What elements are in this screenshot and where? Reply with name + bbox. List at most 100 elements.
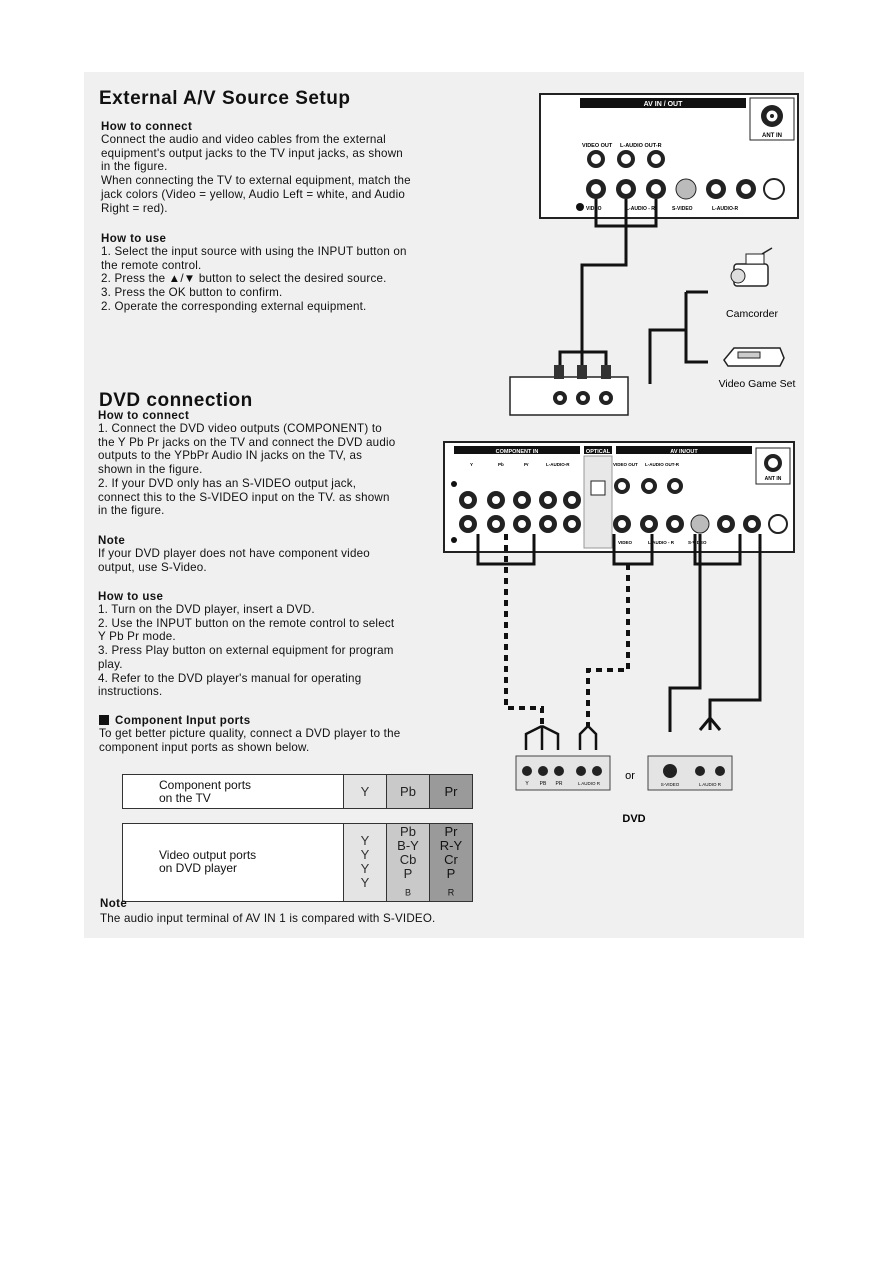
rca-jack-inner (671, 482, 679, 490)
dvd-jack-icon (554, 766, 564, 776)
component-input-text: To get better picture quality, connect a… (99, 727, 400, 754)
video-out-label: VIDEO OUT (613, 462, 638, 467)
rca-jack-inner (645, 482, 653, 490)
note-heading: Note (98, 535, 126, 547)
optical-area (583, 455, 613, 549)
y-label: Y (470, 462, 473, 467)
text-line: Video output ports (159, 848, 257, 863)
table-cell-pb: Pb (386, 774, 430, 809)
rca-jack-inner (618, 482, 626, 490)
text-line: 2. Press the ▲/▼ button to select the de… (101, 272, 387, 286)
cell-value-main: P (403, 866, 413, 881)
rca-jack-inner (492, 496, 500, 504)
or-label: or (625, 770, 635, 782)
rca-jack-inner (748, 520, 756, 528)
device-jacks (553, 365, 613, 405)
component-in-bar (454, 446, 580, 454)
text-line: in the figure. (101, 160, 168, 174)
camcorder-viewfinder (745, 253, 765, 265)
dvd-jack-icon (522, 766, 532, 776)
dvd-audio-label-2: L AUDIO R (699, 782, 722, 787)
section-title-dvd: DVD connection (99, 390, 253, 411)
plug-icon (577, 365, 587, 379)
text-line: 2. If your DVD only has an S-VIDEO outpu… (98, 476, 357, 490)
top-jack-row (587, 150, 665, 168)
rca-jack-inner (518, 520, 526, 528)
dvd-plug-branches (524, 724, 598, 750)
how-to-connect-heading: How to connect (101, 121, 193, 133)
how-to-connect-heading: How to connect (98, 410, 190, 422)
rca-jack-inner (591, 184, 601, 194)
camcorder-label: Camcorder (726, 308, 778, 320)
table-row: Video output ports on DVD player Y Y Y Y… (122, 823, 473, 902)
laudio-r2-label: L-AUDIO-R (712, 206, 738, 212)
text-line: jack colors (Video = yellow, Audio Left … (101, 187, 405, 201)
component-input-heading-text: Component Input ports (115, 715, 251, 727)
rca-jack-inner (464, 520, 472, 528)
text-line: 4. Refer to the DVD player's manual for … (98, 671, 362, 685)
text-line: on DVD player (159, 861, 238, 876)
text-line: in the figure. (98, 504, 165, 518)
pr-label: Pr (524, 462, 529, 467)
av-in-out-label: AV IN/OUT (670, 449, 698, 455)
laudio-r-label: L-AUDIO-R (546, 462, 570, 467)
dvd-jack-icon (576, 766, 586, 776)
input-badge-1 (451, 537, 457, 543)
text-line: Y Pb Pr mode. (98, 630, 176, 644)
dvd-pb-label: PB (540, 781, 547, 787)
component-jacks-top (459, 478, 683, 509)
dvd-jack-icon (538, 766, 548, 776)
table-cell-y: Y Y Y Y (343, 823, 387, 902)
text-line: 3. Press Play button on external equipme… (98, 644, 394, 658)
text-line: the Y Pb Pr jacks on the TV and connect … (98, 435, 396, 449)
rca-jack-inner (651, 184, 661, 194)
av-in-out-bar (616, 446, 752, 454)
dvd-label: DVD (622, 813, 645, 825)
rca-jack-inner (671, 520, 679, 528)
camcorder-icon (730, 247, 773, 287)
dvd-pr-label: PR (556, 781, 563, 787)
how-to-use-text: 1. Turn on the DVD player, insert a DVD.… (98, 603, 394, 699)
final-note-block: Note The audio input terminal of AV IN 1… (100, 898, 435, 926)
rca-jack-inner (741, 184, 751, 194)
cell-value: Cr (444, 852, 458, 867)
cell-value-sub: R (447, 887, 455, 898)
table-row-label: Video output ports on DVD player (122, 823, 344, 902)
how-to-use-heading: How to use (101, 233, 167, 245)
text-line: instructions. (98, 685, 163, 699)
component-input-block: Component Input ports To get better pict… (99, 715, 400, 754)
dvd-connect-block: How to connect 1. Connect the DVD video … (98, 410, 395, 518)
text-line: 1. Select the input source with using th… (101, 245, 407, 258)
video-out-label: VIDEO OUT (582, 143, 613, 149)
external-av-connection-diagram: AV IN / OUT ANT IN VIDEO OUT L-AUDIO OUT… (509, 93, 799, 416)
cell-value: B-Y (397, 838, 419, 853)
text-line: Connect the audio and video cables from … (101, 133, 386, 146)
how-to-use-heading: How to use (98, 591, 164, 603)
optical-bar (584, 446, 612, 454)
video-label: VIDEO (586, 206, 602, 212)
laudio-r-label: L-AUDIO - R (626, 206, 655, 212)
panel-title-bar (580, 98, 746, 108)
rca-jack-inner (722, 520, 730, 528)
how-to-connect-text: Connect the audio and video cables from … (101, 133, 411, 215)
svideo-jack-icon (690, 514, 710, 534)
device-jack-inner (557, 395, 563, 401)
text-line: output, use S-Video. (98, 560, 207, 574)
rca-jack-inner (518, 496, 526, 504)
rca-jack-inner (568, 496, 576, 504)
plug-icon (554, 365, 564, 379)
headphone-jack-icon (768, 514, 788, 534)
dvd-note-block: Note If your DVD player does not have co… (98, 535, 370, 574)
cell-value: Y (360, 833, 370, 849)
rca-jack-inner (591, 154, 601, 164)
svideo-label: S-VIDEO (672, 206, 693, 212)
rca-jack-inner (464, 496, 472, 504)
text-line: When connecting the TV to external equip… (101, 174, 411, 188)
external-av-connect-block: How to connect Connect the audio and vid… (101, 121, 411, 215)
rca-jack-inner (645, 520, 653, 528)
cell-value: Y (360, 875, 370, 891)
optical-label: OPTICAL (586, 449, 611, 455)
